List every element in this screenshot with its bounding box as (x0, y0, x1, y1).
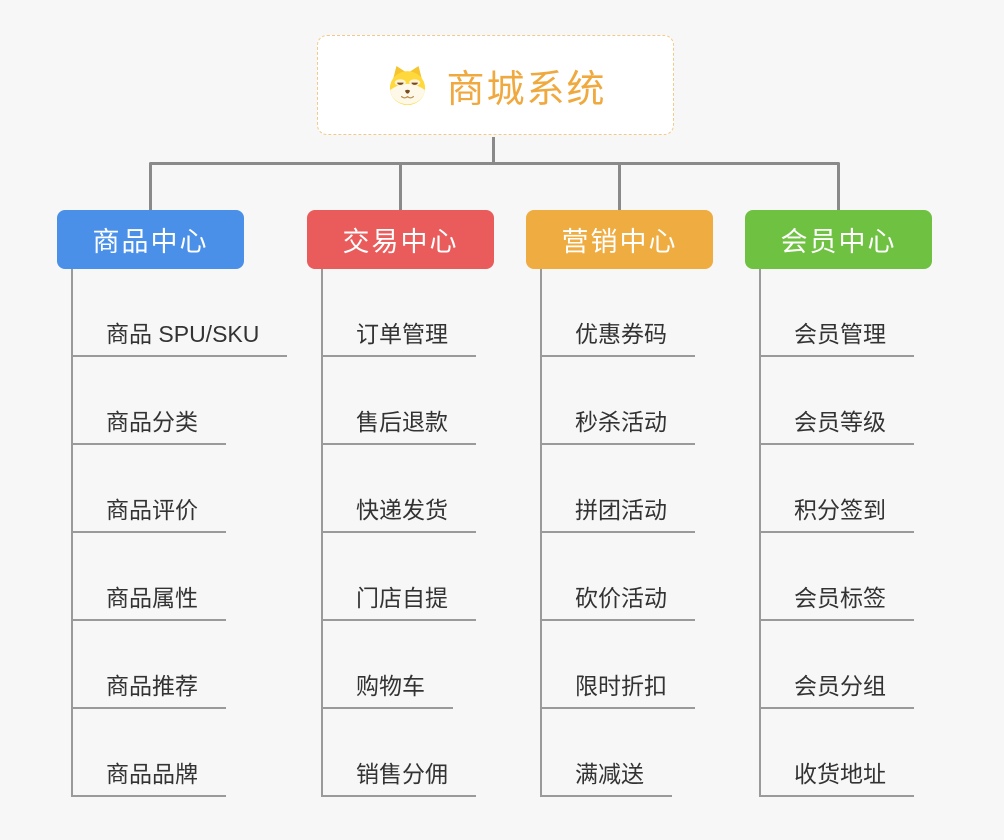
child-topic-label: 商品属性 (73, 585, 226, 621)
child-topic[interactable]: 收货地址 (761, 709, 914, 797)
child-topic-label: 优惠券码 (542, 321, 695, 357)
connector-drop-member-center (837, 163, 840, 210)
branch-label-trade-center: 交易中心 (342, 227, 459, 257)
child-topic[interactable]: 砍价活动 (542, 533, 695, 621)
child-column-marketing-center: 优惠券码秒杀活动拼团活动砍价活动限时折扣满减送 (540, 269, 695, 797)
child-topic[interactable]: 商品评价 (73, 445, 287, 533)
branch-label-member-center: 会员中心 (780, 227, 897, 257)
branch-label-product-center: 商品中心 (92, 227, 209, 257)
child-topic-label: 订单管理 (323, 321, 476, 357)
child-topic[interactable]: 积分签到 (761, 445, 914, 533)
child-topic-label: 拼团活动 (542, 497, 695, 533)
branch-node-marketing-center[interactable]: 营销中心 (526, 210, 713, 269)
child-topic[interactable]: 会员标签 (761, 533, 914, 621)
dog-face-icon (384, 64, 431, 107)
child-topic[interactable]: 商品品牌 (73, 709, 287, 797)
child-topic[interactable]: 订单管理 (323, 269, 476, 357)
child-topic-label: 会员分组 (761, 673, 914, 709)
child-topic-label: 购物车 (323, 673, 453, 709)
root-node[interactable]: 商城系统 (317, 35, 674, 135)
connector-drop-product-center (149, 163, 152, 210)
child-topic[interactable]: 会员分组 (761, 621, 914, 709)
child-column-product-center: 商品 SPU/SKU 商品分类商品评价商品属性商品推荐商品品牌 (71, 269, 288, 797)
child-topic-label: 限时折扣 (542, 673, 695, 709)
child-topic[interactable]: 销售分佣 (323, 709, 476, 797)
connector-horizontal-rail (149, 162, 840, 165)
child-topic[interactable]: 拼团活动 (542, 445, 695, 533)
child-topic[interactable]: 售后退款 (323, 357, 476, 445)
child-topic[interactable]: 购物车 (323, 621, 476, 709)
child-topic[interactable]: 商品属性 (73, 533, 287, 621)
branch-node-member-center[interactable]: 会员中心 (745, 210, 932, 269)
child-column-trade-center: 订单管理售后退款快递发货门店自提购物车销售分佣 (321, 269, 476, 797)
child-topic-label: 快递发货 (323, 497, 476, 533)
child-topic-label: 销售分佣 (323, 761, 476, 797)
child-topic-label: 商品推荐 (73, 673, 226, 709)
child-topic[interactable]: 门店自提 (323, 533, 476, 621)
child-topic[interactable]: 秒杀活动 (542, 357, 695, 445)
child-topic-label: 会员管理 (761, 321, 914, 357)
branch-node-trade-center[interactable]: 交易中心 (307, 210, 494, 269)
child-topic-label: 秒杀活动 (542, 409, 695, 445)
branch-label-marketing-center: 营销中心 (561, 227, 678, 257)
child-topic[interactable]: 优惠券码 (542, 269, 695, 357)
child-topic-label: 门店自提 (323, 585, 476, 621)
child-topic[interactable]: 会员等级 (761, 357, 914, 445)
child-topic[interactable]: 快递发货 (323, 445, 476, 533)
child-topic[interactable]: 会员管理 (761, 269, 914, 357)
child-topic[interactable]: 商品 SPU/SKU (73, 269, 288, 357)
child-topic[interactable]: 商品推荐 (73, 621, 287, 709)
child-topic-label: 积分签到 (761, 497, 914, 533)
connector-drop-marketing-center (618, 163, 621, 210)
child-topic[interactable]: 商品分类 (73, 357, 287, 445)
child-topic-label: 商品评价 (73, 497, 226, 533)
child-topic-label: 商品分类 (73, 409, 226, 445)
connector-root-stem (492, 137, 495, 165)
child-topic-label: 商品 SPU/SKU (73, 321, 288, 357)
child-topic[interactable]: 满减送 (542, 709, 695, 797)
child-topic-label: 砍价活动 (542, 585, 695, 621)
connector-drop-trade-center (399, 163, 402, 210)
child-topic[interactable]: 限时折扣 (542, 621, 695, 709)
branch-node-product-center[interactable]: 商品中心 (57, 210, 244, 269)
child-column-member-center: 会员管理会员等级积分签到会员标签会员分组收货地址 (759, 269, 914, 797)
child-topic-label: 满减送 (542, 761, 672, 797)
child-topic-label: 会员等级 (761, 409, 914, 445)
root-title: 商城系统 (446, 68, 607, 111)
child-topic-label: 商品品牌 (73, 761, 226, 797)
child-topic-label: 收货地址 (761, 761, 914, 797)
child-topic-label: 售后退款 (323, 409, 476, 445)
child-topic-label: 会员标签 (761, 585, 914, 621)
